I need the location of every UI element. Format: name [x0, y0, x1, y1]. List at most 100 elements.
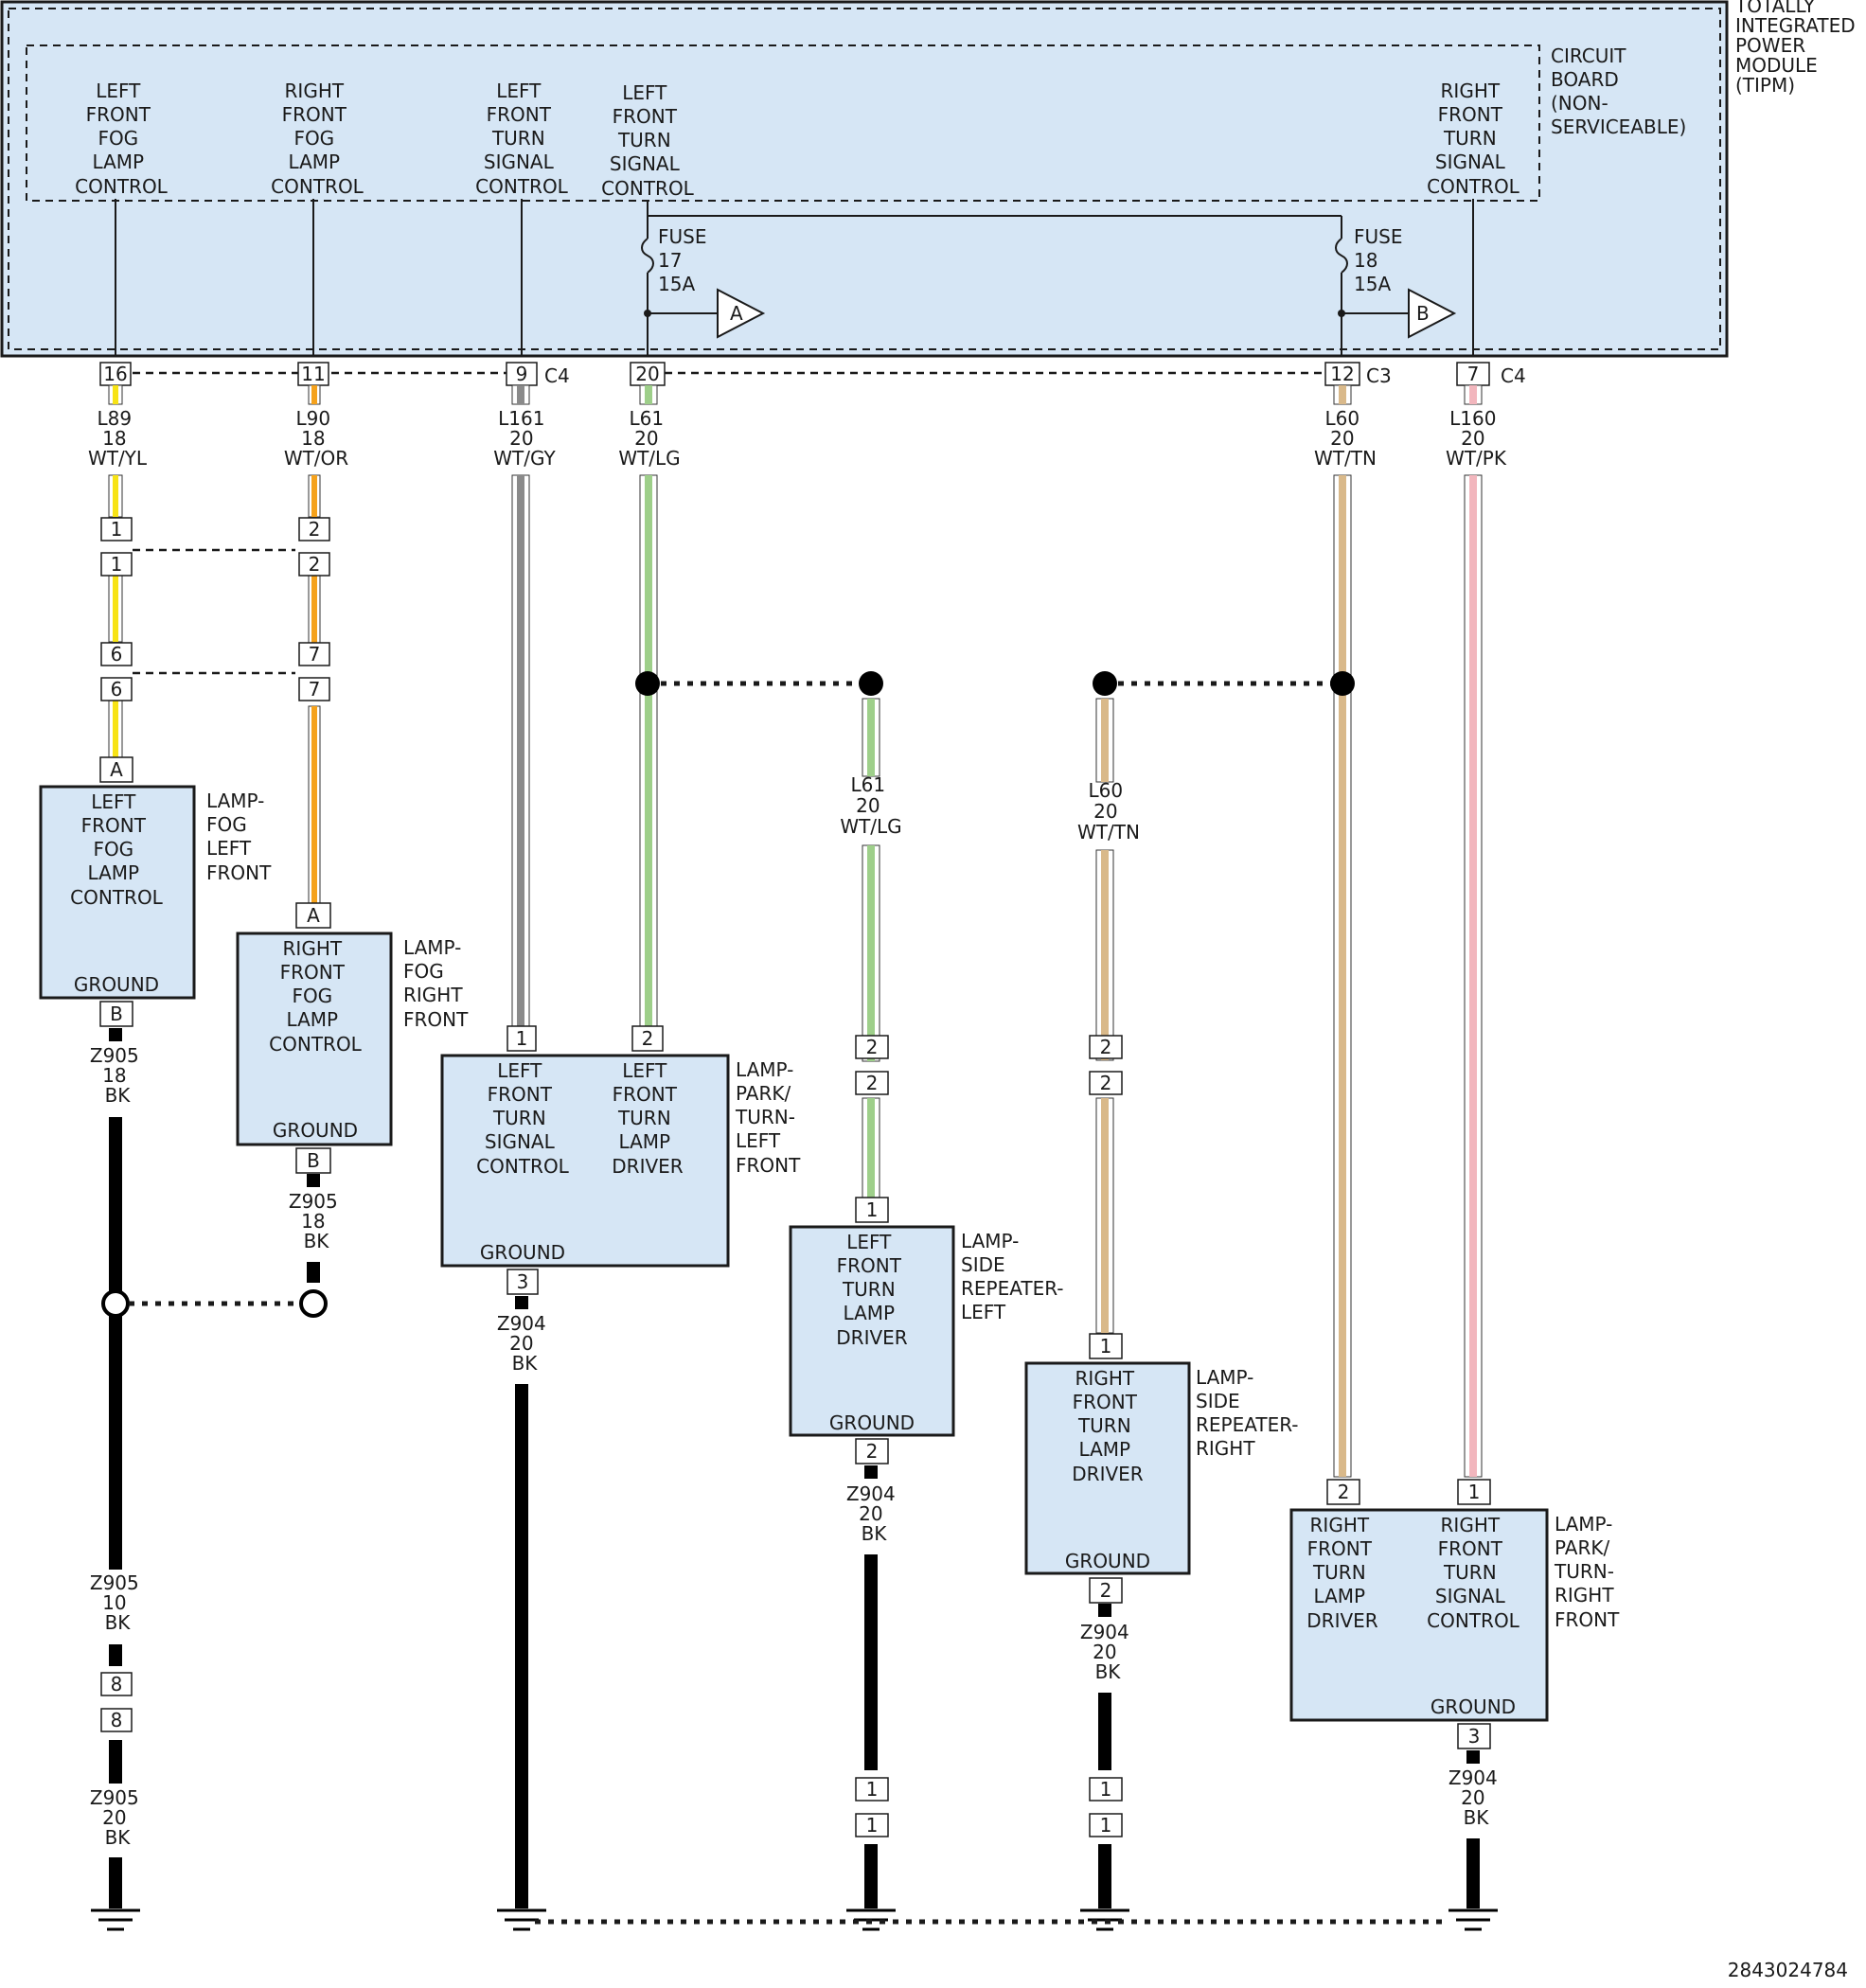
svg-text:A: A [730, 302, 743, 325]
svg-text:11: 11 [301, 363, 325, 385]
svg-text:6: 6 [111, 643, 123, 666]
pin-z8-bot: 8 [100, 1708, 133, 1732]
pin-yl-6-bot: 6 [100, 677, 133, 701]
lamp-park-turn-left-body-1: LEFT FRONT TURN SIGNAL CONTROL [476, 1059, 570, 1178]
wire-l89 [108, 384, 123, 758]
pin-rpt-in-2: 2 [1326, 1479, 1360, 1505]
circuit-board-outline [26, 44, 1540, 202]
pin-lpt-ground: 3 [506, 1269, 539, 1295]
wire-l89-seg-4 [108, 700, 123, 758]
lamp-fog-right-front [236, 932, 393, 1146]
pin-rff-a: A [295, 902, 331, 929]
svg-text:1: 1 [1100, 1814, 1112, 1837]
pin-yl-1-top: 1 [100, 517, 133, 541]
wire-z905-d-label: Z905 20 BK [90, 1786, 145, 1849]
pin-lff-a: A [99, 756, 133, 783]
svg-text:3: 3 [1468, 1725, 1481, 1748]
ground-symbol-5 [1448, 1908, 1498, 1931]
tipm-internal-lines [115, 199, 1474, 356]
svg-text:9: 9 [516, 363, 528, 385]
pin-20: 20 [630, 362, 666, 386]
svg-text:1: 1 [516, 1027, 528, 1050]
lamp-side-repeater-right-body: RIGHT FRONT TURN LAMP DRIVER [1072, 1367, 1144, 1485]
wire-z905-b-label: Z905 18 BK [289, 1190, 344, 1252]
svg-text:1: 1 [1100, 1335, 1112, 1358]
tipm-left-turn-control-label-2: LEFT FRONT TURN SIGNAL CONTROL [601, 81, 695, 200]
pin-lff-b: B [99, 1001, 133, 1027]
svg-text:B: B [110, 1003, 123, 1025]
lamp-park-turn-right-front [1289, 1508, 1549, 1722]
connector-c4-label-2: C4 [1501, 364, 1526, 387]
pin-or-7-top: 7 [298, 642, 330, 666]
pin-or-2-bot: 2 [298, 552, 330, 577]
wire-l61 [639, 384, 658, 1027]
wire-l90 [308, 384, 321, 906]
svg-text:2: 2 [866, 1072, 879, 1094]
ground-symbol-1 [91, 1908, 140, 1931]
svg-text:2: 2 [642, 1027, 654, 1050]
pin-rsr-1-top: 1 [1089, 1777, 1123, 1802]
pin-11: 11 [297, 362, 329, 386]
pin-lsr-2-bot: 2 [855, 1071, 889, 1095]
wire-l160 [1464, 384, 1483, 1478]
lamp-park-turn-left-name: LAMP- PARK/ TURN- LEFT FRONT [735, 1058, 801, 1177]
wire-l60-branch [1095, 698, 1114, 1334]
wire-z904-a-label: Z904 20 BK [497, 1312, 552, 1375]
pin-yl-1-bot: 1 [100, 552, 133, 577]
svg-text:12: 12 [1330, 363, 1354, 385]
wire-l90-seg-4 [308, 705, 321, 906]
lamp-side-repeater-right-name: LAMP- SIDE REPEATER- RIGHT [1196, 1366, 1305, 1460]
lamp-park-turn-right-body-2: RIGHT FRONT TURN SIGNAL CONTROL [1427, 1514, 1520, 1632]
ground-symbol-2 [497, 1908, 546, 1931]
pin-or-7-bot: 7 [298, 677, 330, 701]
wire-z904-c-label: Z904 20 BK [1080, 1621, 1135, 1683]
lamp-side-repeater-right-ground: GROUND [1065, 1550, 1150, 1572]
diagram-id: 2843024784 [1728, 1959, 1848, 1981]
pin-lsr-ground: 2 [855, 1438, 889, 1464]
pin-9: 9 [506, 362, 538, 386]
svg-text:A: A [307, 904, 320, 927]
lamp-fog-right-front-ground: GROUND [273, 1119, 358, 1142]
lamp-park-turn-left-body-2: LEFT FRONT TURN LAMP DRIVER [612, 1059, 684, 1178]
pin-lpt-in-1: 1 [506, 1025, 537, 1052]
svg-text:2: 2 [1100, 1579, 1112, 1602]
svg-text:2: 2 [309, 553, 321, 576]
lamp-fog-right-front-name: LAMP- FOG RIGHT FRONT [403, 936, 469, 1031]
wire-l60-branch-label: L60 20 WT/TN [1077, 779, 1140, 843]
wire-l90-seg-1 [308, 384, 321, 405]
circuit-board-label: CIRCUIT BOARD (NON- SERVICEABLE) [1551, 44, 1686, 138]
wire-l89-seg-2 [108, 474, 123, 518]
lamp-side-repeater-left-name: LAMP- SIDE REPEATER- LEFT [961, 1230, 1070, 1323]
tipm-right-turn-control-label: RIGHT FRONT TURN SIGNAL CONTROL [1427, 80, 1520, 198]
pin-z8-top: 8 [100, 1672, 133, 1696]
lamp-park-turn-right-body-1: RIGHT FRONT TURN LAMP DRIVER [1306, 1514, 1378, 1632]
svg-text:16: 16 [103, 363, 127, 385]
svg-text:6: 6 [111, 678, 123, 701]
pin-16: 16 [99, 362, 132, 386]
svg-text:2: 2 [309, 518, 321, 541]
pin-12: 12 [1324, 362, 1360, 386]
pin-rpt-in-1: 1 [1457, 1479, 1491, 1505]
splice-l60-b [1330, 671, 1355, 696]
wire-l61-branch [862, 698, 880, 1198]
svg-text:2: 2 [1338, 1481, 1350, 1503]
wire-l161 [511, 384, 530, 1027]
svg-text:2: 2 [1100, 1072, 1112, 1094]
pin-rff-b: B [295, 1147, 331, 1174]
wire-l90-seg-2 [308, 474, 321, 518]
splice-l60-a [1093, 671, 1117, 696]
wire-l161-label: L161 20 WT/GY [493, 407, 556, 470]
svg-text:3: 3 [517, 1270, 529, 1293]
tipm-title: TOTALLY INTEGRATED POWER MODULE (TIPM) [1734, 0, 1861, 97]
svg-text:8: 8 [111, 1709, 123, 1731]
wire-l89-seg-1 [108, 384, 123, 405]
svg-text:B: B [1416, 302, 1430, 325]
svg-text:7: 7 [309, 678, 321, 701]
svg-text:1: 1 [866, 1198, 879, 1221]
pin-rsr-in: 1 [1089, 1333, 1123, 1359]
fuse-18-label: FUSE 18 15A [1354, 225, 1409, 295]
wire-l90-label: L90 18 WT/OR [284, 407, 348, 470]
svg-text:20: 20 [635, 363, 659, 385]
pin-lsr-in: 1 [855, 1197, 889, 1223]
